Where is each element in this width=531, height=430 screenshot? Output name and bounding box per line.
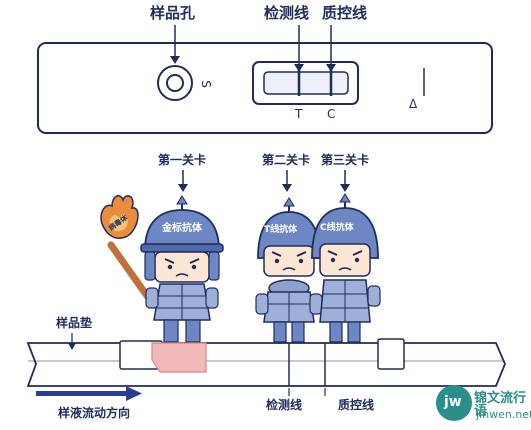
sample-glyph: S [198, 80, 213, 88]
sample-hole-inner [166, 74, 184, 92]
reader-glyph: Δ [409, 97, 418, 111]
soldier-gold-antibody [140, 195, 224, 343]
conjugate-pad [151, 342, 207, 373]
watermark-logo-text: jw [444, 394, 462, 410]
torch [100, 195, 154, 304]
watermark-logo-shape [436, 385, 472, 421]
test-line-label: 检测线 [264, 4, 310, 22]
gold-antibody-helmet-text: 金标抗体 [162, 223, 202, 234]
bottom-control-line-label: 质控线 [338, 398, 375, 412]
test-cassette [37, 25, 493, 134]
sample-pad-label: 样品垫 [56, 316, 93, 330]
checkpoint-arrows [178, 170, 350, 192]
flow-arrow [36, 386, 142, 401]
watermark-url: jinwen.net [476, 408, 531, 421]
sample-hole-label: 样品孔 [150, 4, 196, 22]
flow-direction-label: 样液流动方向 [58, 406, 131, 420]
c-mark: C [327, 107, 336, 121]
t-mark: T [295, 107, 303, 121]
control-line-label: 质控线 [322, 4, 368, 22]
checkpoint-2-label: 第二关卡 [262, 153, 311, 167]
test-strip [26, 333, 506, 396]
watermark-name: 锦文流行语 [474, 391, 527, 419]
soldier-c-antibody [311, 193, 381, 343]
checkpoint-3-label: 第三关卡 [321, 153, 370, 167]
result-window-inner [263, 71, 349, 95]
absorbent-pad [377, 338, 405, 370]
checkpoint-1-label: 第一关卡 [158, 153, 207, 167]
bottom-test-line-label: 检测线 [266, 398, 303, 412]
c-antibody-helmet-text: C线抗体 [320, 223, 354, 233]
soldier-t-antibody [255, 197, 323, 343]
t-antibody-helmet-text: T线抗体 [264, 225, 298, 235]
